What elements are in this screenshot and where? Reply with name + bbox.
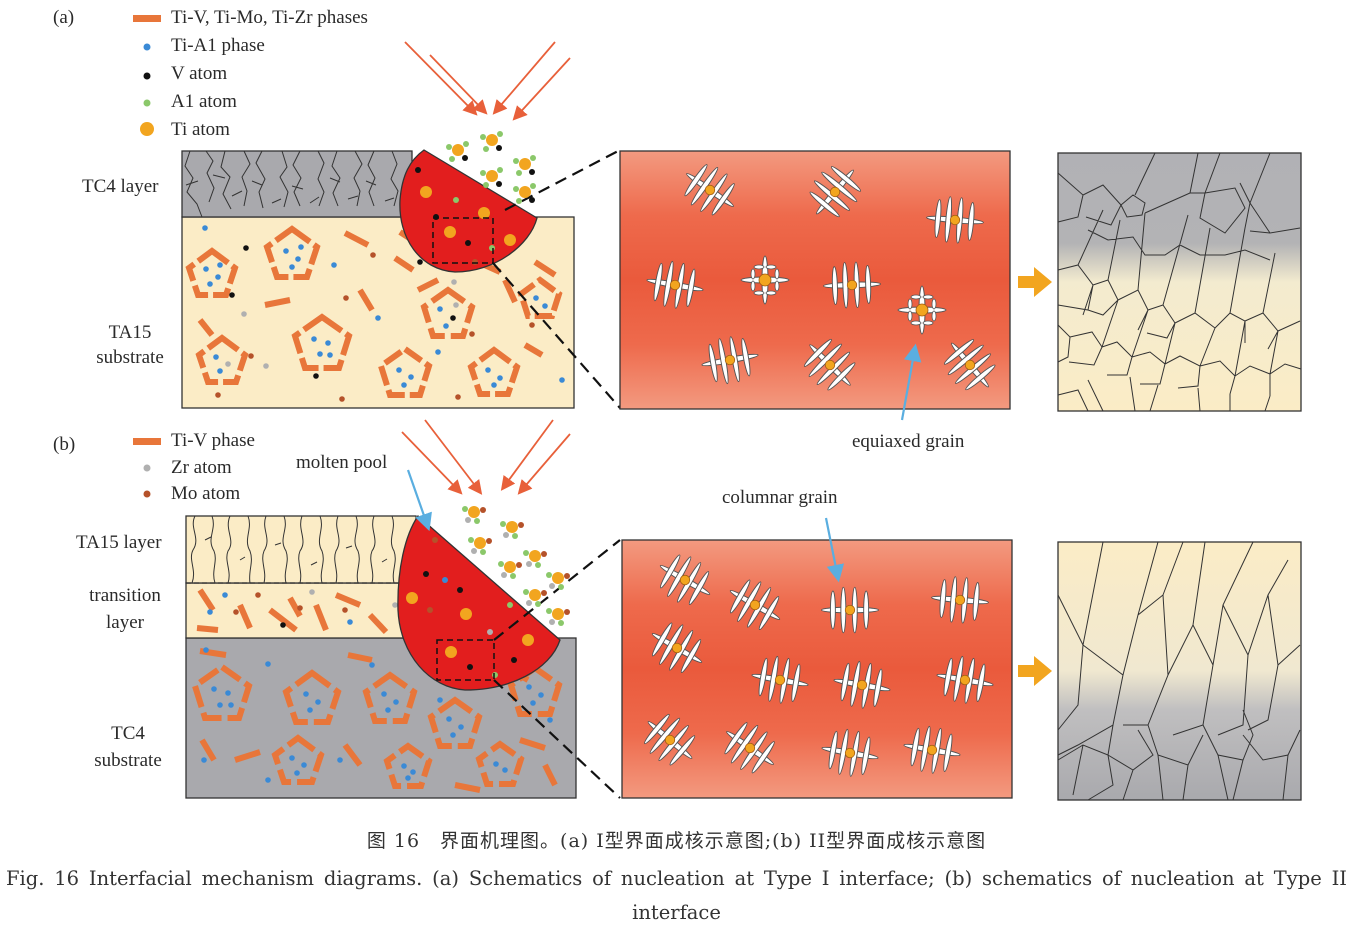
laser-arrow-b4 bbox=[517, 433, 571, 495]
yellow-dot-icon bbox=[140, 122, 154, 136]
panel-a bbox=[133, 15, 1302, 421]
yellow-arrow-a bbox=[1018, 267, 1052, 297]
figure-caption-english: Fig. 16 Interfacial mechanism diagrams. … bbox=[6, 867, 1347, 924]
tc4-layer-block bbox=[181, 150, 413, 218]
ta15-grain-boundaries bbox=[190, 515, 396, 584]
zoom-region-b bbox=[436, 639, 495, 681]
panel-b-tag: (b) bbox=[53, 434, 76, 455]
zoom-line-b-top bbox=[493, 539, 621, 641]
transition-layer-label-2: layer bbox=[106, 612, 144, 633]
tc4-substrate-particles bbox=[191, 647, 563, 793]
brown-dot-icon bbox=[143, 490, 151, 498]
orange-bar-icon bbox=[133, 15, 161, 22]
yellow-arrow-b bbox=[1018, 656, 1052, 686]
orange-bar-icon bbox=[133, 438, 161, 445]
zoom-line-a-bottom bbox=[492, 262, 621, 409]
panel-a-tag: (a) bbox=[53, 7, 75, 28]
zoom-region-a bbox=[432, 217, 494, 264]
molten-pool-b bbox=[397, 515, 561, 691]
molten-pool-pointer bbox=[406, 469, 432, 532]
blue-dot-icon bbox=[143, 43, 151, 51]
tc4-layer-label: TC4 layer bbox=[82, 176, 159, 197]
black-dot-icon bbox=[143, 72, 151, 80]
laser-arrow-a2 bbox=[429, 54, 488, 115]
ta15-substrate-label-1: TA15 bbox=[108, 322, 152, 343]
columnar-grain-network bbox=[1057, 541, 1301, 801]
ta15-layer-label: TA15 layer bbox=[76, 532, 162, 553]
equiaxed-grain-label: equiaxed grain bbox=[852, 431, 965, 452]
laser-arrow-b1 bbox=[401, 431, 463, 495]
zoom-line-a-top bbox=[504, 149, 621, 211]
panel-b bbox=[133, 419, 1302, 801]
laser-arrow-a4 bbox=[512, 57, 571, 121]
legend-b-label-3: Mo atom bbox=[171, 483, 241, 504]
columnar-microstructure-box bbox=[1057, 541, 1302, 801]
columnar-grain-label: columnar grain bbox=[722, 487, 838, 508]
ta15-substrate-label-2: substrate bbox=[96, 347, 164, 368]
transition-layer-label-1: transition bbox=[89, 585, 161, 606]
gray-dot-icon bbox=[143, 464, 151, 472]
tc4-substrate-label-2: substrate bbox=[94, 750, 162, 771]
tc4-grain-boundaries bbox=[184, 150, 399, 218]
equiaxed-grain-network bbox=[1057, 152, 1302, 412]
legend-a-label-5: Ti atom bbox=[171, 119, 230, 140]
tc4-substrate-label-1: TC4 bbox=[111, 723, 145, 744]
laser-arrow-b2 bbox=[424, 419, 483, 495]
molten-pool-a bbox=[399, 149, 538, 273]
legend-a-label-3: V atom bbox=[171, 63, 228, 84]
green-dot-icon bbox=[143, 99, 151, 107]
laser-arrow-b3 bbox=[500, 419, 554, 491]
legend-a-label-1: Ti-V, Ti-Mo, Ti-Zr phases bbox=[171, 7, 368, 28]
zoom-line-b-bottom bbox=[493, 679, 621, 799]
columnar-pointer bbox=[824, 517, 845, 583]
legend-a-label-4: A1 atom bbox=[171, 91, 237, 112]
laser-arrow-a3 bbox=[492, 41, 556, 115]
legend-b-label-2: Zr atom bbox=[171, 457, 232, 478]
transition-particles bbox=[196, 588, 398, 635]
pool-atoms-a bbox=[415, 167, 516, 265]
interfacial-mechanism-figure bbox=[133, 15, 1302, 801]
molten-pool-label: molten pool bbox=[296, 452, 388, 473]
legend-a-label-2: Ti-A1 phase bbox=[171, 35, 265, 56]
laser-arrow-a1 bbox=[404, 41, 478, 116]
legend-b-label-1: Ti-V phase bbox=[171, 430, 255, 451]
equiaxed-pointer bbox=[900, 343, 922, 421]
figure-caption-chinese: 图 16 界面机理图。(a) I型界面成核示意图;(b) II型界面成核示意图 bbox=[366, 830, 987, 852]
pool-atoms-b bbox=[406, 537, 534, 678]
equiaxed-microstructure-box bbox=[1057, 152, 1302, 412]
